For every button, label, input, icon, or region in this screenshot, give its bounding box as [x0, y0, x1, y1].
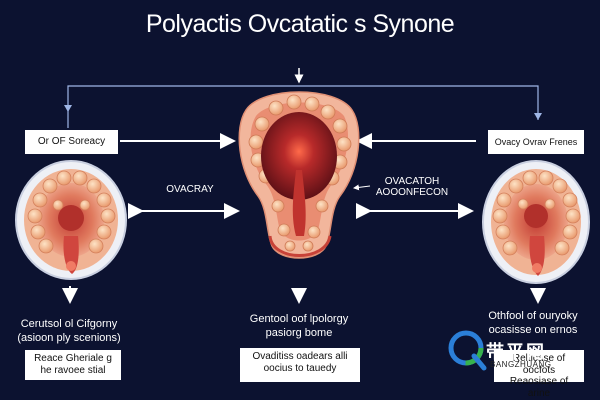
label-center-right-1: OVACATOH: [384, 176, 440, 187]
uterus-illustration: [238, 91, 360, 259]
caption-left-1: Cerutsol ol Cifgorny: [20, 318, 118, 330]
caption-center-2: pasiorg bome: [265, 327, 333, 339]
caption-left-2: (asioon ply scenions): [17, 332, 121, 344]
watermark-text: 带平网: [486, 342, 546, 362]
top-connector: [64, 68, 542, 128]
box-bottom-right: Relticase of oocfots Reaosiase of arine: [494, 350, 584, 399]
right-ovary-illustration: [482, 160, 590, 284]
caption-center-1: Gentool oof lpolorgy: [249, 313, 349, 325]
watermark-logo-icon: [448, 330, 487, 371]
caption-right-1: Othfool of ouryoky: [488, 310, 578, 322]
label-center-right-2: AOOONFECON: [375, 187, 449, 198]
caption-right-2: ocasisse on ernos: [488, 324, 578, 336]
box-top-right: Ovacy Ovrav Frenes: [488, 130, 584, 154]
pointer-arrow: [353, 184, 371, 191]
box-bottom-left: Reace Gheriale g he ravoee stial: [25, 350, 121, 380]
label-left-middle: OVACRAY: [166, 184, 214, 195]
left-ovary-illustration: [15, 160, 127, 280]
diagram-title: Polyactis Ovcatatic s Synone: [145, 10, 455, 38]
watermark-sub: BANGZHUANG: [490, 360, 552, 369]
box-top-left: Or OF Soreacy: [25, 130, 118, 154]
box-bottom-center: Ovaditiss oadears alli oocius to tauedy: [240, 348, 360, 382]
